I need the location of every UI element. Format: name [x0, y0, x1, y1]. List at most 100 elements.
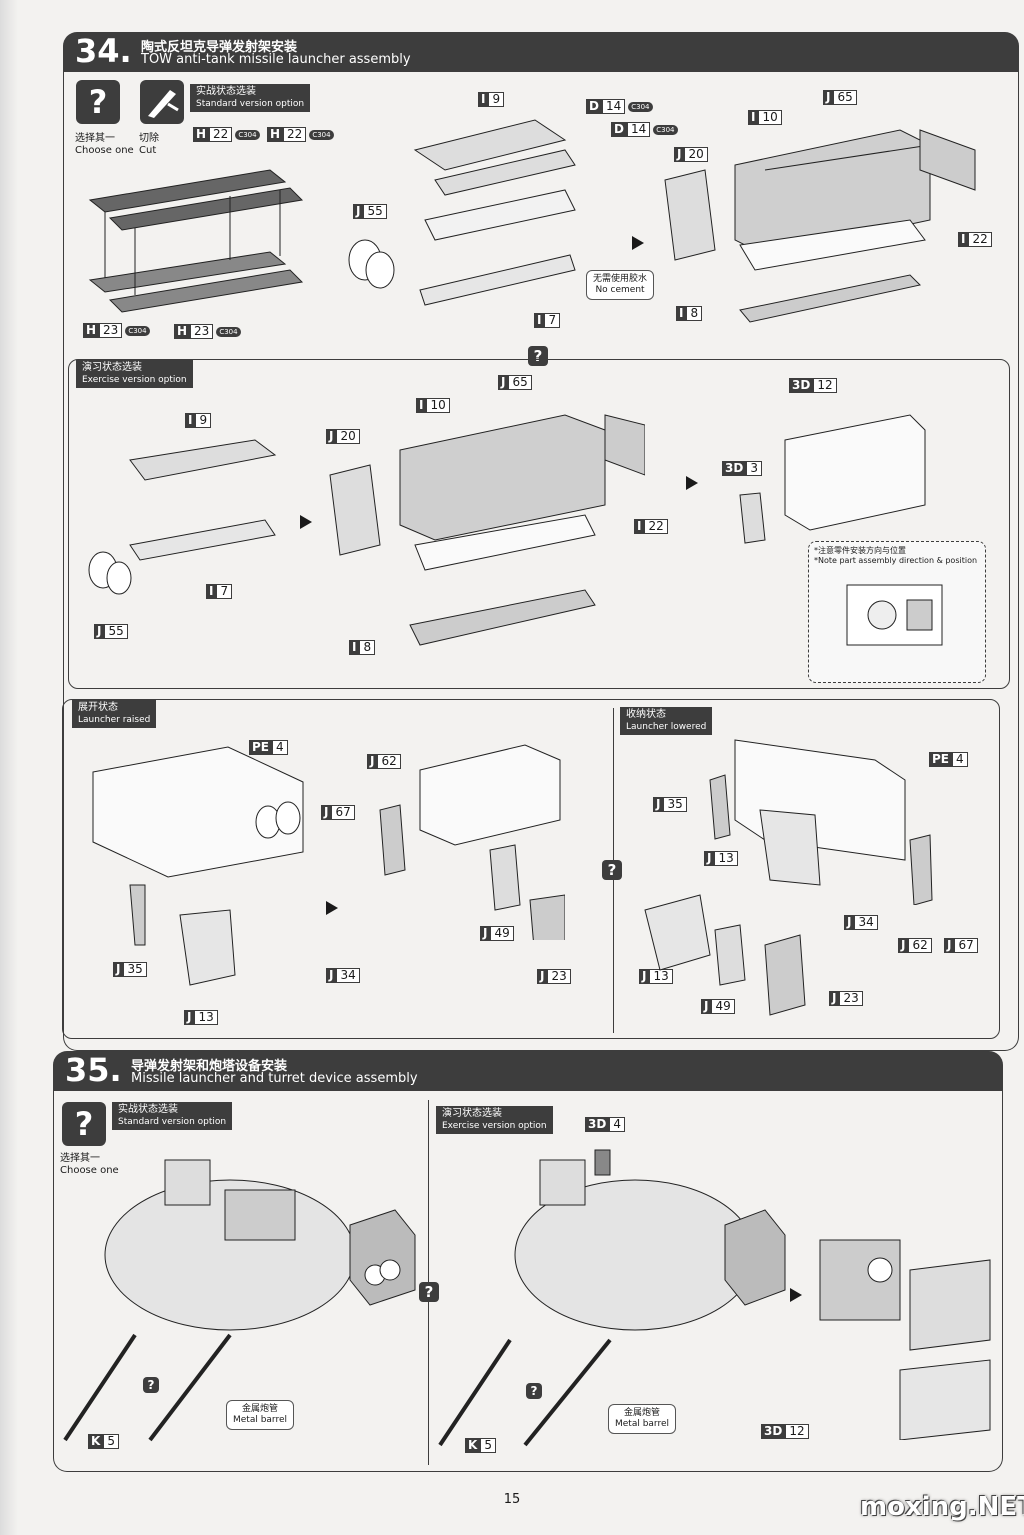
part-sprue-code: I: [748, 110, 759, 125]
part-number: 23: [839, 991, 863, 1006]
turret-standard-drawing: [104, 1159, 416, 1331]
part-sprue-code: K: [465, 1438, 481, 1453]
part-sprue-code: J: [944, 938, 955, 953]
cement-code: C304: [309, 129, 334, 140]
part-number: 34: [336, 968, 360, 983]
barrels-drawing: [63, 1333, 232, 1442]
note-en: *Note part assembly direction & position: [814, 556, 978, 565]
standard-cn: 实战状态选装: [196, 86, 256, 97]
standard-en: Standard version option: [118, 1117, 227, 1127]
part-sprue-code: I: [958, 232, 969, 247]
arrow-right: [326, 901, 338, 915]
choose-one-en: Choose one: [75, 145, 134, 156]
part-number: 13: [714, 851, 738, 866]
raised-lowered-box: [62, 699, 1000, 1039]
cut-en: Cut: [139, 145, 157, 156]
lowered-en: Launcher lowered: [626, 722, 707, 732]
step-35-frame: [53, 1091, 1003, 1472]
part-sprue-code: J: [113, 962, 124, 977]
part-sprue-code: J: [321, 805, 332, 820]
question-icon: ?: [528, 346, 548, 366]
part-sprue-code: I: [416, 398, 427, 413]
part-number: 35: [123, 962, 147, 977]
part-sprue-code: J: [498, 375, 509, 390]
part-sprue-code: J: [537, 969, 548, 984]
exercise-tube-drawing: [88, 439, 277, 595]
launcher-lowered-tag: 收纳状态 Launcher lowered: [620, 707, 713, 735]
cut-caption: 切除 Cut: [139, 133, 159, 157]
step-number: 35.: [65, 1051, 122, 1089]
part-sprue-code: J: [94, 624, 105, 639]
part-sprue-code: H: [267, 127, 284, 142]
part-sprue-code: H: [83, 323, 100, 338]
no-cement-note: 无需使用胶水 No cement: [586, 270, 655, 300]
part-number: 8: [359, 640, 376, 655]
part-number: 55: [104, 624, 128, 639]
part-sprue-code: J: [829, 991, 840, 1006]
cement-code: C304: [125, 325, 150, 336]
no-cement-en: No cement: [595, 285, 645, 295]
part-number: 4: [952, 752, 968, 767]
part-sprue-code: I: [478, 92, 489, 107]
part-sprue-code: J: [184, 1010, 195, 1025]
step-title-cn: 陶式反坦克导弹发射架安装: [141, 40, 298, 55]
arrow-right: [300, 515, 312, 529]
part-sprue-code: 3D: [789, 378, 814, 393]
page-number: 15: [503, 1492, 521, 1507]
part-number: 9: [488, 92, 505, 107]
standard-en: Standard version option: [196, 99, 305, 109]
no-cement-cn: 无需使用胶水: [593, 274, 648, 284]
part-sprue-code: J: [326, 968, 337, 983]
part-number: 5: [103, 1434, 119, 1449]
exercise-box-drawing: [329, 414, 645, 646]
part-sprue-code: I: [349, 640, 360, 655]
part-sprue-code: 3D: [585, 1117, 610, 1132]
choose-one-en: Choose one: [60, 1165, 119, 1176]
step-35-header: 35. 导弹发射架和炮塔设备安装 Missile launcher and tu…: [53, 1051, 1003, 1091]
standard-version-tag: 实战状态选装 Standard version option: [112, 1102, 233, 1130]
part-sprue-code: J: [639, 969, 650, 984]
exercise-cn: 演习状态选装: [82, 362, 142, 373]
part-sprue-code: D: [611, 122, 627, 137]
turret-exercise-drawing: [514, 1149, 786, 1331]
cement-code: C304: [216, 326, 241, 337]
choose-one-cn: 选择其一: [60, 1153, 100, 1164]
part-sprue-code: I: [185, 413, 196, 428]
part-number: 5: [480, 1438, 496, 1453]
tube-assembly-drawing: [348, 119, 576, 306]
part-number: 34: [854, 915, 878, 930]
part-number: 35: [663, 797, 687, 812]
note-caption: *注意零件安装方向与位置 *Note part assembly directi…: [814, 546, 977, 566]
barrel-en: Metal barrel: [615, 1419, 670, 1429]
launcher-box-drawing: [664, 129, 976, 323]
part-sprue-code: J: [367, 754, 378, 769]
part-sprue-code: J: [353, 204, 364, 219]
question-icon: ?: [602, 860, 622, 880]
part-number: 67: [954, 938, 978, 953]
part-number: 12: [813, 378, 837, 393]
part-number: 10: [758, 110, 782, 125]
part-number: 55: [363, 204, 387, 219]
part-sprue-code: I: [634, 519, 645, 534]
part-number: 22: [644, 519, 668, 534]
step-title-cn: 导弹发射架和炮塔设备安装: [131, 1059, 288, 1074]
